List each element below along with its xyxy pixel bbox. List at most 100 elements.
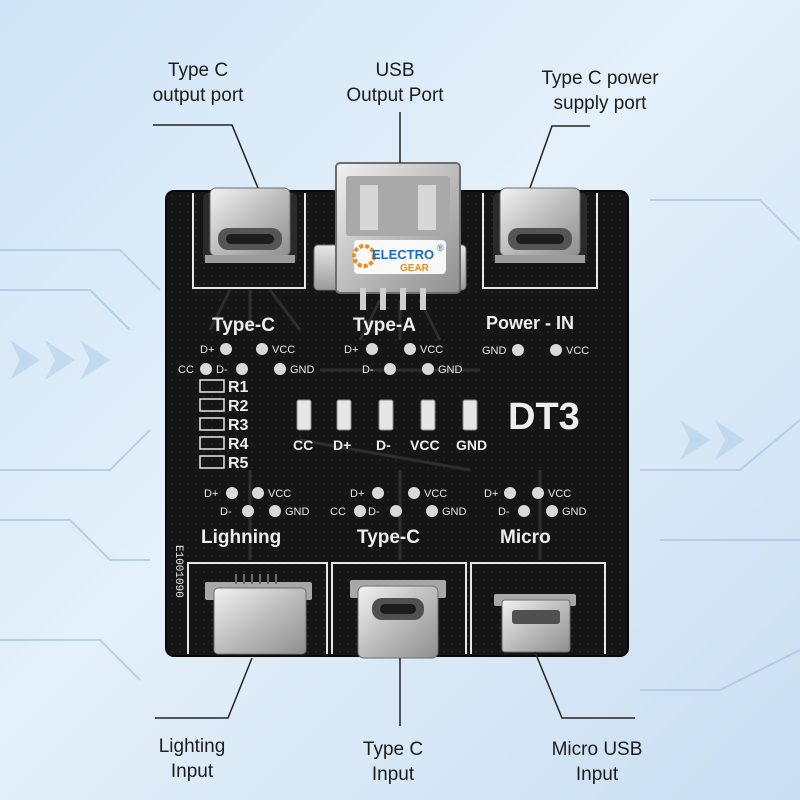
led-label: D+: [333, 437, 351, 453]
callout-lighting-input: Lighting Input: [158, 736, 226, 782]
led-indicator: [296, 399, 312, 431]
resistor-pad: [199, 455, 225, 469]
pin-pad: [220, 343, 232, 355]
type-c-output-connector: [203, 187, 297, 263]
callout-type-c-power: Type C power supply port: [541, 68, 659, 114]
pins-power-in: GND VCC: [482, 344, 589, 357]
type-c-power-connector: [493, 187, 587, 263]
pin-pad: [354, 505, 366, 517]
pin-pad: [390, 505, 402, 517]
pin-label-dminus: D-: [220, 506, 232, 518]
pin-pad: [532, 487, 544, 499]
pin-pad: [256, 343, 268, 355]
pin-label-vcc: VCC: [566, 345, 589, 357]
led-indicator: [420, 399, 436, 431]
resistor-pad: [199, 398, 225, 412]
resistor-pad: [199, 417, 225, 431]
pin-label-vcc: VCC: [272, 344, 295, 356]
logo-line1: ELECTRO: [372, 247, 434, 262]
pin-label-dplus: D+: [200, 344, 214, 356]
type-c-input-connector: [350, 580, 446, 659]
resistor-label: R1: [228, 379, 249, 396]
resistor-column: R1 R2 R3 R4 R5: [199, 379, 249, 472]
silkscreen-outlines: [187, 193, 606, 654]
callout-type-c-output: Type C output port: [152, 60, 244, 106]
pin-pad: [512, 344, 524, 356]
pin-label-vcc: VCC: [548, 488, 571, 500]
pin-pad: [366, 343, 378, 355]
pin-pad: [504, 487, 516, 499]
micro-usb-input-connector: [494, 594, 576, 653]
pins-type-c-top: D+ VCC CC D- GND: [178, 343, 315, 376]
pin-label-cc: CC: [178, 364, 194, 376]
logo-line2: GEAR: [400, 263, 430, 274]
pin-pad: [426, 505, 438, 517]
pin-label-vcc: VCC: [268, 488, 291, 500]
pin-label-vcc: VCC: [420, 344, 443, 356]
background-chevrons: [10, 340, 745, 460]
header-power-in: Power - IN: [486, 313, 574, 333]
pin-label-dminus: D-: [216, 364, 228, 376]
pin-label-gnd: GND: [438, 364, 463, 376]
led-label: GND: [456, 437, 487, 453]
pin-label-dminus: D-: [498, 506, 510, 518]
led-row: CC D+ D- VCC GND: [293, 399, 487, 453]
pin-pad: [236, 363, 248, 375]
pin-label-gnd: GND: [562, 506, 587, 518]
led-label: D-: [376, 437, 391, 453]
pin-pad: [546, 505, 558, 517]
pin-label-cc: CC: [330, 506, 346, 518]
header-type-c-bottom: Type-C: [357, 527, 420, 548]
pin-label-dplus: D+: [344, 344, 358, 356]
led-indicator: [462, 399, 478, 431]
pins-micro: D+ VCC D- GND: [484, 487, 587, 518]
resistor-pad: [199, 436, 225, 450]
led-indicator: [336, 399, 352, 431]
led-label: CC: [293, 437, 313, 453]
pin-pad: [550, 344, 562, 356]
resistor-label: R5: [228, 455, 249, 472]
pin-label-dplus: D+: [350, 488, 364, 500]
pin-label-dplus: D+: [484, 488, 498, 500]
model-label: DT3: [508, 396, 580, 438]
pin-pad: [274, 363, 286, 375]
usb-a-connector: [313, 162, 467, 310]
pin-pad: [242, 505, 254, 517]
pin-label-gnd: GND: [442, 506, 467, 518]
pin-pad: [518, 505, 530, 517]
pin-pad: [422, 363, 434, 375]
pin-label-dminus: D-: [362, 364, 374, 376]
pins-type-a: D+ VCC D- GND: [344, 343, 463, 376]
pin-label-dminus: D-: [368, 506, 380, 518]
header-micro: Micro: [500, 527, 551, 548]
callout-type-c-input: Type C Input: [362, 739, 424, 785]
pin-label-gnd: GND: [482, 345, 507, 357]
pin-pad: [372, 487, 384, 499]
pin-label-vcc: VCC: [424, 488, 447, 500]
logo-registered-mark: ®: [437, 243, 444, 253]
pins-type-c-bottom: D+ VCC CC D- GND: [330, 487, 467, 518]
pin-pad: [384, 363, 396, 375]
background-circuit-lines: [0, 199, 800, 691]
pin-label-gnd: GND: [290, 364, 315, 376]
pin-pad: [226, 487, 238, 499]
pins-lightning: D+ VCC D- GND: [204, 487, 310, 518]
led-indicator: [378, 399, 394, 431]
pin-pad: [252, 487, 264, 499]
pin-pad: [200, 363, 212, 375]
resistor-pad: [199, 379, 225, 393]
callout-micro-usb-input: Micro USB Input: [551, 739, 643, 785]
callout-usb-output: USB Output Port: [346, 60, 444, 106]
resistor-label: R2: [228, 398, 249, 415]
led-label: VCC: [410, 437, 440, 453]
pin-label-dplus: D+: [204, 488, 218, 500]
header-lightning: Lighning: [201, 527, 281, 548]
serial-number: E1001090: [172, 545, 184, 598]
resistor-label: R3: [228, 417, 249, 434]
pin-pad: [408, 487, 420, 499]
callout-leaders: [153, 112, 635, 726]
header-type-a: Type-A: [353, 315, 416, 336]
electrogear-logo: ELECTRO GEAR ®: [352, 240, 446, 274]
header-type-c-top: Type-C: [212, 315, 275, 336]
